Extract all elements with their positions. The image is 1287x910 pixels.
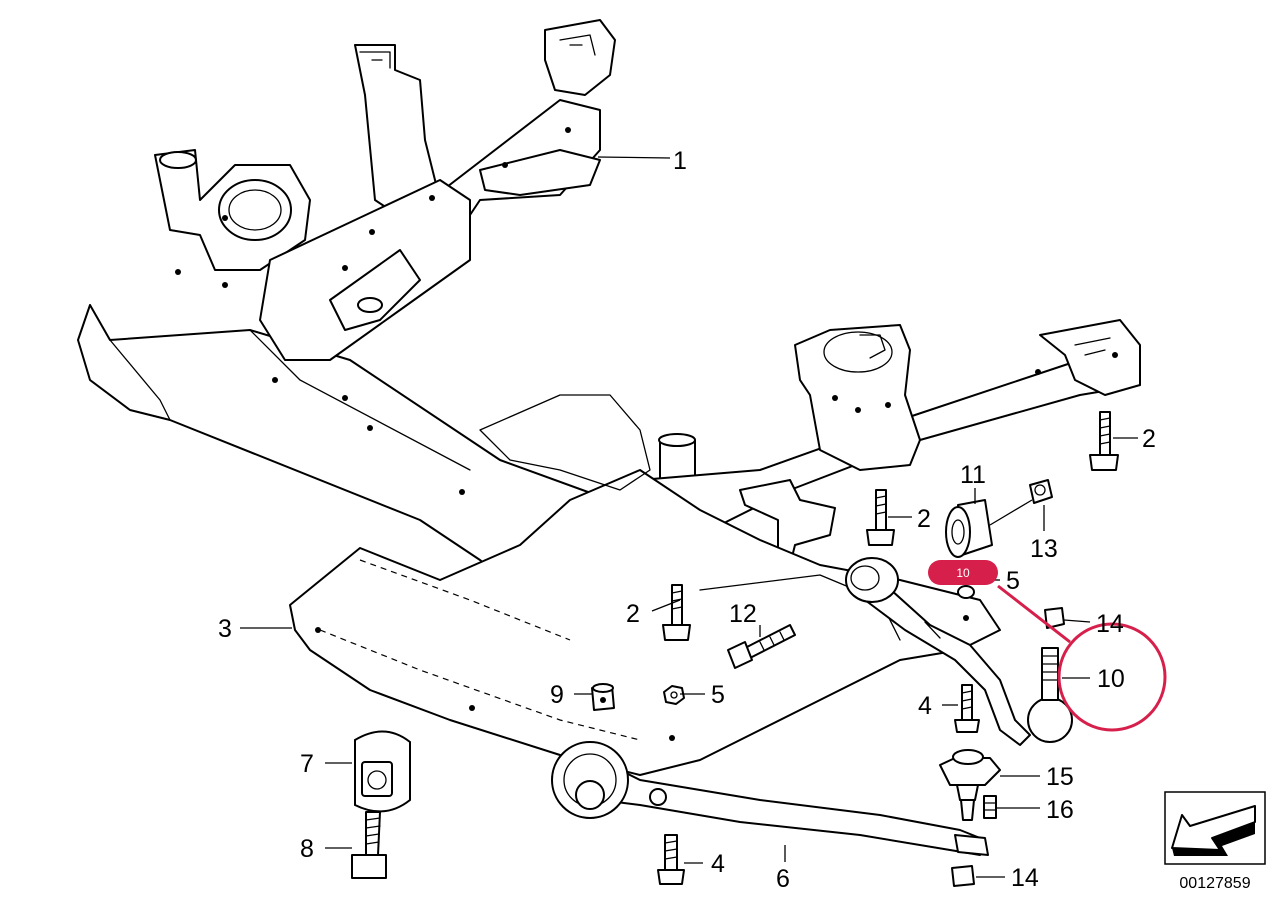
- callout-2-middle: 2: [917, 505, 931, 533]
- callout-6: 6: [776, 865, 790, 893]
- highlight-ring: [1057, 622, 1167, 732]
- bolt-12: [727, 624, 796, 669]
- rubber-bushing-11: [945, 499, 993, 558]
- callout-5-lower: 5: [711, 681, 725, 709]
- highlight-pointer-line: [997, 584, 1071, 644]
- ball-joint-15: [939, 749, 1001, 821]
- callout-16: 16: [1046, 796, 1074, 824]
- highlight-badge: [928, 560, 998, 585]
- leader-lines: [240, 156, 1138, 878]
- callout-7: 7: [300, 750, 314, 778]
- diagram-number: 00127859: [1179, 875, 1250, 892]
- reinforcement-plate: [289, 394, 1001, 776]
- rubber-mount-7: [354, 730, 411, 813]
- highlight-badge-label: 10: [956, 566, 970, 580]
- callout-12: 12: [729, 600, 757, 628]
- callout-11: 11: [960, 461, 986, 489]
- washer-5-upper: [957, 585, 975, 599]
- callout-1: 1: [673, 147, 687, 175]
- callout-10: 10: [1097, 665, 1125, 693]
- callout-numbers: 1 2 2 2 3 4 4 5 5 6 7 8 9 10 11 12 13 14…: [218, 147, 1156, 893]
- callout-4-lower: 4: [711, 850, 725, 878]
- callout-2-right: 2: [1142, 425, 1156, 453]
- nut-5-lower: [663, 685, 685, 705]
- callout-9: 9: [550, 681, 564, 709]
- nut-9: [591, 683, 615, 711]
- bolt-2-right: [1089, 411, 1119, 471]
- callout-15: 15: [1046, 763, 1074, 791]
- callout-8: 8: [300, 835, 314, 863]
- callout-4-right: 4: [918, 692, 932, 720]
- direction-arrow-icon: [1171, 805, 1256, 856]
- bolt-4-right: [954, 684, 980, 733]
- bolt-8: [351, 811, 387, 879]
- callout-5-upper: 5: [1006, 567, 1020, 595]
- callout-2-lower: 2: [626, 600, 640, 628]
- nut-13: [1029, 479, 1053, 504]
- callout-13: 13: [1030, 535, 1058, 563]
- wishbone-control-arm: [551, 741, 989, 856]
- bolt-2-middle: [866, 489, 895, 546]
- callout-14-upper: 14: [1096, 610, 1124, 638]
- direction-arrow-box: [1164, 791, 1266, 865]
- callout-14-lower: 14: [1011, 864, 1039, 892]
- highlight-marker: 10: [928, 560, 1167, 732]
- bolt-2-lower: [662, 584, 691, 641]
- callout-3: 3: [218, 615, 232, 643]
- nut-14-lower: [951, 865, 975, 887]
- tension-strut: [845, 557, 1073, 746]
- bolt-4-lower: [657, 834, 685, 885]
- bolt-16: [983, 795, 997, 819]
